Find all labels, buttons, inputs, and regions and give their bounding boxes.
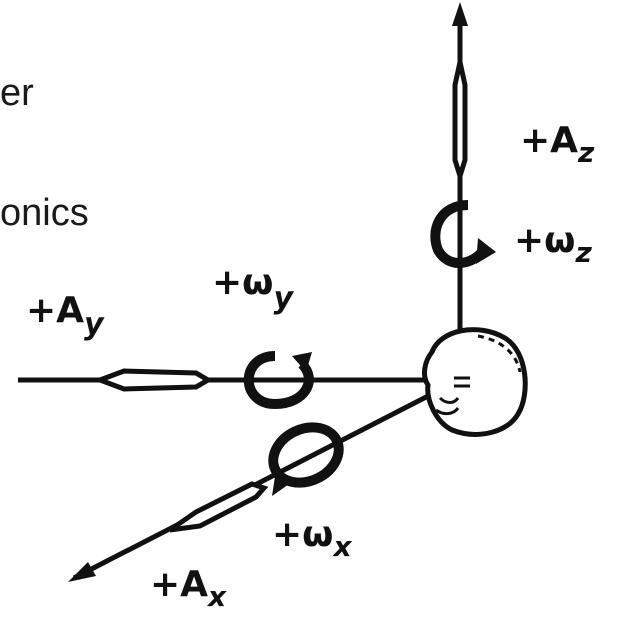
z-acceleration-arrow xyxy=(452,61,468,185)
x-axis xyxy=(68,391,434,582)
y-rotation-arrow-icon xyxy=(243,351,314,410)
label-a-z: +Az xyxy=(520,120,595,169)
label-omega-x: +ωx xyxy=(272,514,352,563)
label-a-y: +Ay xyxy=(26,290,105,342)
x-acceleration-arrow xyxy=(168,481,269,533)
label-a-x: +Ax xyxy=(150,564,227,613)
x-rotation-arrow-icon xyxy=(268,422,344,488)
x-arrowhead xyxy=(68,562,96,582)
head-icon xyxy=(422,327,528,437)
slide-text-line-1: er xyxy=(0,72,34,114)
y-axis xyxy=(18,351,432,410)
y-acceleration-arrow xyxy=(92,368,213,392)
z-arrowhead xyxy=(452,2,468,26)
label-omega-z: +ωz xyxy=(514,220,592,269)
slide-text-line-2: onics xyxy=(0,192,89,234)
z-rotation-arrow-icon xyxy=(430,200,486,268)
z-axis xyxy=(430,2,496,340)
label-omega-y: +ωy xyxy=(212,262,294,316)
